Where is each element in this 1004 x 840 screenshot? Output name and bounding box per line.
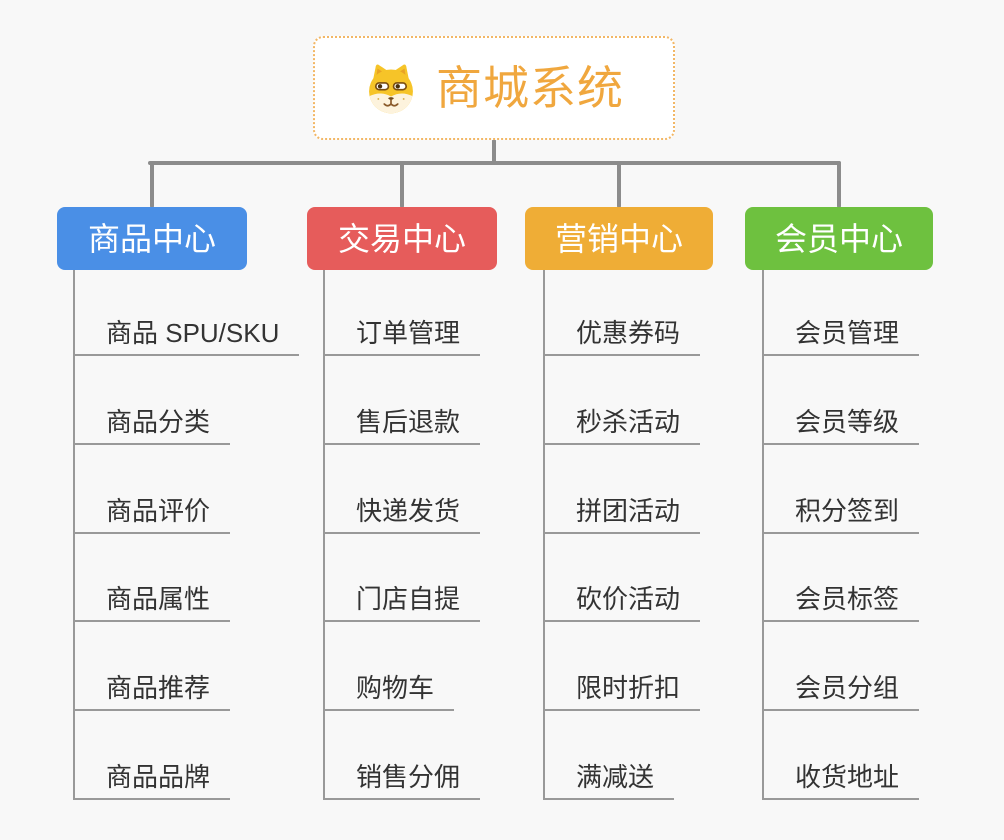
subtopic-item[interactable]: 限时折扣: [543, 671, 701, 711]
branch-subtopics-trade: 订单管理售后退款快递发货门店自提购物车销售分佣: [323, 270, 583, 800]
subtopic-item[interactable]: 商品评价: [73, 494, 231, 534]
connector-branch-stub: [400, 161, 404, 208]
connector-column-line: [762, 270, 764, 800]
connector-root-stub: [492, 139, 496, 165]
branch-topic-product-center[interactable]: 商品中心: [57, 207, 247, 270]
connector-branch-stub: [617, 161, 621, 208]
subtopic-item[interactable]: 订单管理: [323, 316, 481, 356]
dog-face-icon: [369, 64, 413, 114]
subtopic-item[interactable]: 商品推荐: [73, 671, 231, 711]
root-topic[interactable]: 商城系统: [313, 36, 675, 140]
subtopic-item[interactable]: 优惠券码: [543, 316, 701, 356]
subtopic-item[interactable]: 积分签到: [762, 494, 920, 534]
subtopic-item[interactable]: 商品 SPU/SKU: [73, 316, 300, 356]
subtopic-item[interactable]: 秒杀活动: [543, 405, 701, 445]
branch-topic-marketing-center[interactable]: 营销中心: [525, 207, 713, 270]
branch-topic-label: 营销中心: [554, 220, 683, 257]
branch-topic-label: 会员中心: [774, 220, 903, 257]
subtopic-item[interactable]: 商品属性: [73, 582, 231, 622]
branch-subtopics-marketing: 优惠券码秒杀活动拼团活动砍价活动限时折扣满减送: [543, 270, 803, 800]
branch-topic-member-center[interactable]: 会员中心: [745, 207, 933, 270]
subtopic-item[interactable]: 会员分组: [762, 671, 920, 711]
subtopic-item[interactable]: 门店自提: [323, 582, 481, 622]
subtopic-item[interactable]: 满减送: [543, 760, 675, 800]
connector-column-line: [73, 270, 75, 800]
branch-subtopics-product: 商品 SPU/SKU 商品分类商品评价商品属性商品推荐商品品牌: [73, 270, 333, 800]
subtopic-item[interactable]: 砍价活动: [543, 582, 701, 622]
subtopic-item[interactable]: 销售分佣: [323, 760, 481, 800]
connector-column-line: [543, 270, 545, 800]
connector-column-line: [323, 270, 325, 800]
subtopic-item[interactable]: 商品品牌: [73, 760, 231, 800]
branch-topic-label: 商品中心: [87, 220, 216, 257]
connector-horizontal-bar: [148, 161, 841, 165]
subtopic-item[interactable]: 商品分类: [73, 405, 231, 445]
subtopic-item[interactable]: 收货地址: [762, 760, 920, 800]
connector-branch-stub: [150, 161, 154, 208]
subtopic-item[interactable]: 会员管理: [762, 316, 920, 356]
subtopic-item[interactable]: 售后退款: [323, 405, 481, 445]
branch-topic-trade-center[interactable]: 交易中心: [307, 207, 497, 270]
subtopic-item[interactable]: 会员等级: [762, 405, 920, 445]
subtopic-item[interactable]: 会员标签: [762, 582, 920, 622]
branch-topic-label: 交易中心: [337, 220, 466, 257]
subtopic-item[interactable]: 拼团活动: [543, 494, 701, 534]
subtopic-item[interactable]: 快递发货: [323, 494, 481, 534]
connector-branch-stub: [837, 161, 841, 208]
branch-subtopics-member: 会员管理会员等级积分签到会员标签会员分组收货地址: [762, 270, 1004, 800]
root-topic-label: 商城系统: [436, 62, 624, 114]
subtopic-item[interactable]: 购物车: [323, 671, 455, 711]
